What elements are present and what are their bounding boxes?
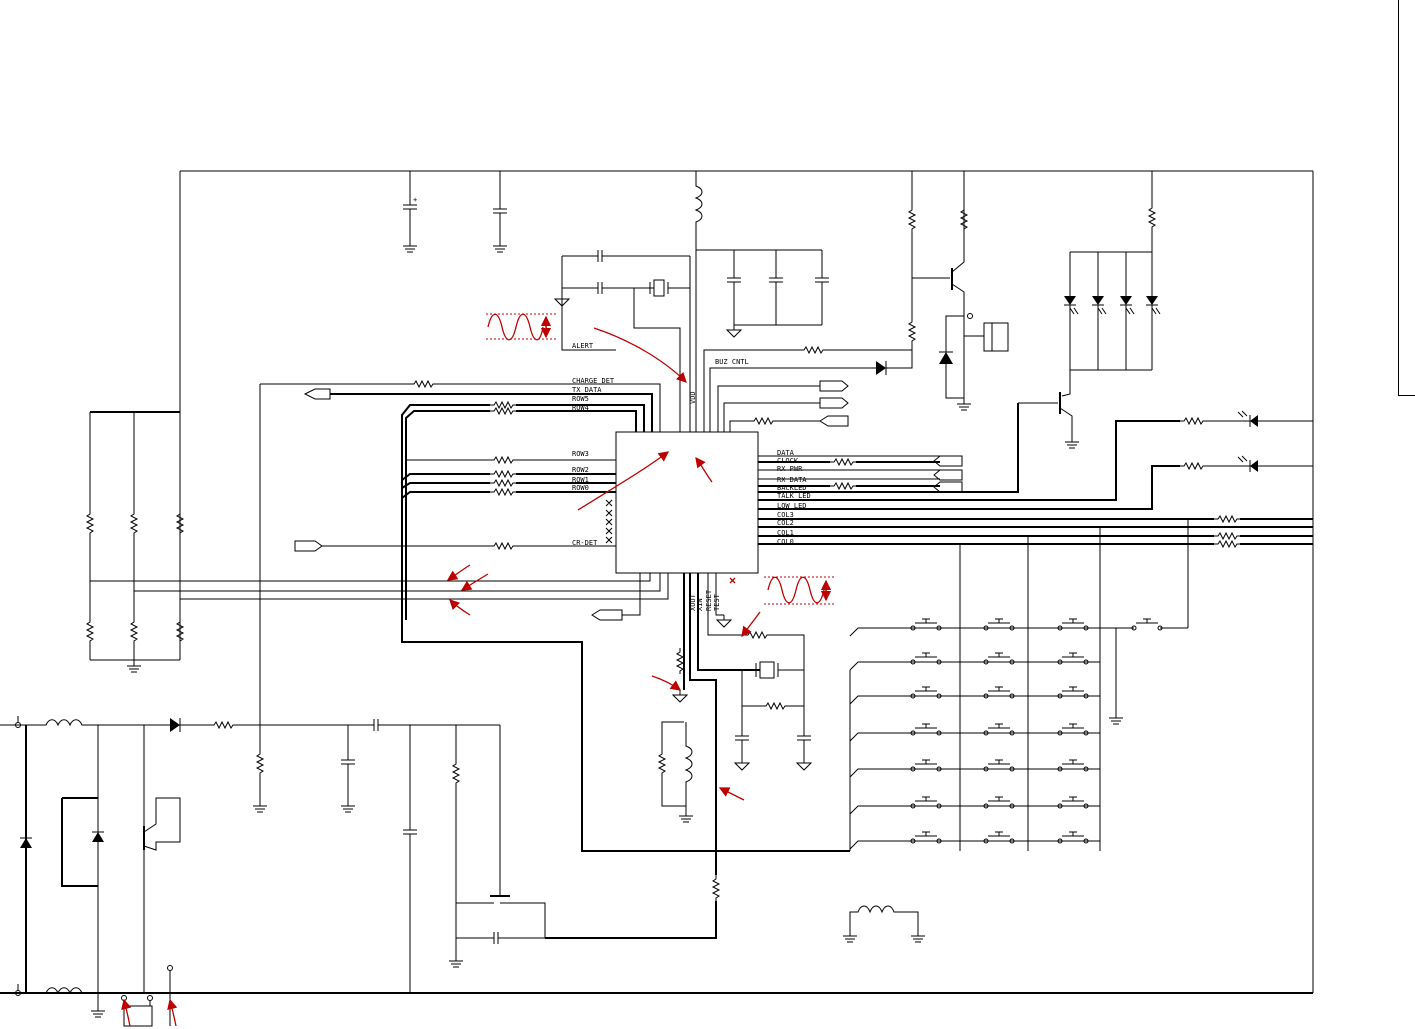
ground-icon <box>1108 711 1124 725</box>
ic-pin-label-left: ROW3 <box>572 450 589 458</box>
ic-pin-label-left: ROW5 <box>572 395 589 403</box>
ic-pin-label-right: COL1 <box>777 529 794 537</box>
backlight-leds <box>758 171 1161 493</box>
ic-pin-label-left: ROW1 <box>572 476 589 484</box>
ic-pin-label-bottom: TEST <box>713 593 721 611</box>
ic-pin-label-right: DATA <box>777 449 795 457</box>
keypad-row-line <box>849 695 1100 705</box>
ic-pin-label-right: LOW LED <box>777 502 807 510</box>
ic-pin-label-right: COL0 <box>777 538 794 546</box>
ic-pin-label-left: ROW4 <box>572 404 589 412</box>
left-wiring <box>90 256 850 852</box>
top-section: + <box>402 171 1009 432</box>
keypad-row-line <box>849 840 1100 850</box>
ic-pin-label-right: RX PWR <box>777 465 803 473</box>
ic-pin-label-right: COL3 <box>777 511 794 519</box>
bottom-ic-area <box>448 573 926 968</box>
ic-pin-vdd: VDD <box>689 391 697 404</box>
ic-pin-label-bottom: XIN <box>696 598 704 611</box>
keypad-row-line <box>849 805 1100 815</box>
power-section <box>0 716 500 1027</box>
keypad-row-line <box>849 732 1100 742</box>
ic-pin-label-right: TALK LED <box>777 492 811 500</box>
keypad-gnd-line <box>1100 627 1188 712</box>
ic-pin-label-left: ROW2 <box>572 466 589 474</box>
ic-pin-label-left: CR-DET <box>572 539 598 547</box>
ic-pin-label-right: RX DATA <box>777 476 807 484</box>
right-wiring <box>758 410 1313 548</box>
keypad-row-line <box>849 627 1100 637</box>
red-annotations <box>121 313 836 1027</box>
side-bar <box>1398 0 1415 396</box>
ic-pin-label-left: CHARGE DET <box>572 377 615 385</box>
ic-pin-label-right: COL2 <box>777 519 794 527</box>
ic-pin-label-left: ALERT <box>572 342 594 350</box>
ic-pin-label-left: ROW0 <box>572 484 589 492</box>
switch-icon <box>1131 618 1163 631</box>
keypad-row-line <box>849 768 1100 778</box>
nc-pins <box>605 499 736 584</box>
frame <box>0 170 1314 994</box>
ic-pin-label-left: TX DATA <box>572 386 602 394</box>
ic-pin-label-bottom: RESET <box>705 589 713 611</box>
left-resistor-stack <box>86 411 184 673</box>
svg-text:+: + <box>413 196 417 204</box>
keypad-row-line <box>849 661 1100 671</box>
ic-pin-label-bottom: XOUT <box>689 593 697 611</box>
keypad-matrix <box>849 519 1189 851</box>
ic-pin-label-right: BACKLED <box>777 484 807 492</box>
ic-pin-buz-cntl: BUZ CNTL <box>715 358 749 366</box>
